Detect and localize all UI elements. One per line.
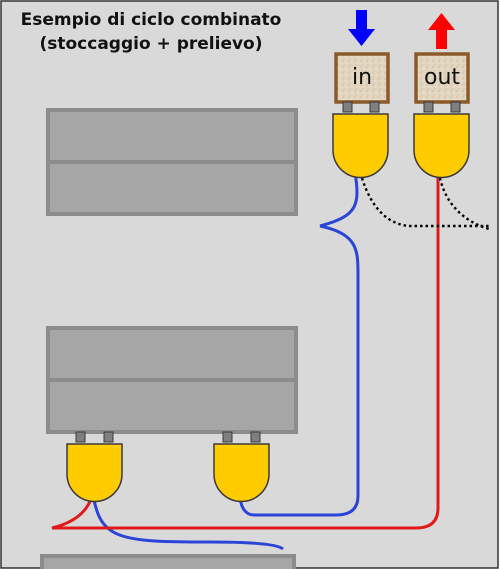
rack-bottom-shelf-lower <box>46 378 298 434</box>
dotted-path <box>360 177 490 231</box>
in-box-label: in <box>351 65 373 90</box>
out-box-label: out <box>423 65 461 90</box>
arrow-up-icon <box>428 13 455 49</box>
rack-top-shelf-lower <box>46 160 298 216</box>
in-box <box>334 52 390 104</box>
title-line-2: (stoccaggio + prelievo) <box>39 34 263 54</box>
rack-bottom-shelf-upper <box>46 326 298 382</box>
title-line-1: Esempio di ciclo combinato <box>20 10 282 30</box>
rack-top <box>46 108 298 216</box>
rack-partial-bottom <box>40 554 296 569</box>
blue-path <box>91 171 360 551</box>
rack-bottom <box>46 326 298 434</box>
gripper-bottom-left-icon <box>66 431 123 503</box>
gripper-out-icon <box>413 101 470 179</box>
gripper-in-icon <box>332 101 389 179</box>
diagram-title: Esempio di ciclo combinato (stoccaggio +… <box>6 8 296 56</box>
rack-top-shelf-upper <box>46 108 298 164</box>
out-box <box>414 52 470 104</box>
arrow-down-icon <box>348 10 375 46</box>
gripper-bottom-right-icon <box>213 431 270 503</box>
